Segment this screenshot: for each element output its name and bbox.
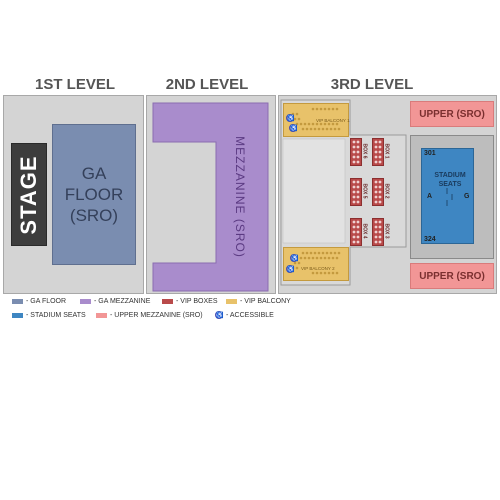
upper-sro-top[interactable]: UPPER (SRO) <box>410 101 494 127</box>
vip-box-seats <box>352 140 382 244</box>
legend-accessible-label: - ACCESSIBLE <box>226 311 274 319</box>
stadium-marker-right: G <box>464 193 470 200</box>
stadium-row-bottom: 324 <box>424 236 436 243</box>
legend-ga-mezzanine-swatch <box>80 299 91 304</box>
second-level-title: 2ND LEVEL <box>165 76 249 93</box>
vip-balcony-1-label: VIP BALCONY 1 <box>316 118 350 123</box>
vip-box-4[interactable] <box>350 218 362 246</box>
mezzanine-section[interactable] <box>146 95 276 294</box>
accessible-icon-balcony-1a: ♿ <box>286 114 295 122</box>
mezzanine-label: MEZZANINE (SRO) <box>233 136 247 258</box>
box-5-label: BOX 5 <box>361 183 368 199</box>
accessible-icon-balcony-2b: ♿ <box>286 265 295 273</box>
legend-vip-balcony-label: - VIP BALCONY <box>240 298 291 305</box>
ga-floor-label-line2: FLOOR <box>64 185 124 204</box>
legend-stadium-seats: - STADIUM SEATS <box>12 312 86 319</box>
box-1-label: BOX 1 <box>383 143 390 159</box>
accessible-icon-balcony-1b: ♿ <box>289 124 298 132</box>
legend-upper-mezzanine-label: - UPPER MEZZANINE (SRO) <box>110 312 203 319</box>
legend-upper-mezzanine-swatch <box>96 313 107 318</box>
stadium-seats-section[interactable]: STADIUM SEATS <box>421 148 474 244</box>
vip-box-1[interactable] <box>372 138 384 166</box>
legend-vip-balcony-swatch <box>226 299 237 304</box>
stadium-marker-left: A <box>427 193 433 200</box>
upper-sro-top-label: UPPER (SRO) <box>419 108 485 120</box>
stadium-aisle-ticks <box>446 188 453 206</box>
third-level-title: 3RD LEVEL <box>330 76 414 93</box>
upper-sro-bottom[interactable]: UPPER (SRO) <box>410 263 494 289</box>
legend-upper-mezzanine: - UPPER MEZZANINE (SRO) <box>96 312 203 319</box>
box-3-label: BOX 3 <box>383 223 390 239</box>
ga-floor-label-line1: GA <box>81 164 107 183</box>
vip-balcony-2-label: VIP BALCONY 2 <box>301 266 335 271</box>
legend-stadium-seats-label: - STADIUM SEATS <box>26 312 86 319</box>
legend-stadium-seats-swatch <box>12 313 23 318</box>
vip-balcony-2-seats <box>291 251 341 275</box>
vip-box-6[interactable] <box>350 138 362 166</box>
box-4-label: BOX 4 <box>361 223 368 239</box>
legend-ga-floor-label: - GA FLOOR <box>26 298 67 305</box>
legend-vip-boxes-label: - VIP BOXES <box>176 298 218 305</box>
box-2-label: BOX 2 <box>383 183 390 199</box>
ga-floor-label-line3: (SRO) <box>69 206 119 225</box>
stage-label: STAGE <box>16 154 41 235</box>
legend-vip-balcony: - VIP BALCONY <box>226 298 291 305</box>
ga-floor-section[interactable]: GA FLOOR (SRO) <box>52 124 136 265</box>
legend-ga-mezzanine: - GA MEZZANINE <box>80 298 150 305</box>
vip-box-2[interactable] <box>372 178 384 206</box>
legend-ga-mezzanine-label: - GA MEZZANINE <box>94 298 151 305</box>
first-level-title: 1ST LEVEL <box>34 76 116 93</box>
legend-accessible: ♿ - ACCESSIBLE <box>215 311 274 319</box>
vip-box-5[interactable] <box>350 178 362 206</box>
legend-ga-floor-swatch <box>12 299 23 304</box>
upper-sro-bottom-label: UPPER (SRO) <box>419 270 485 282</box>
legend-ga-floor: - GA FLOOR <box>12 298 66 305</box>
stage: STAGE <box>11 143 47 246</box>
legend-vip-boxes-swatch <box>162 299 173 304</box>
vip-balcony-1-seats <box>291 107 341 131</box>
vip-box-3[interactable] <box>372 218 384 246</box>
legend-vip-boxes: - VIP BOXES <box>162 298 218 305</box>
stadium-seats-label: STADIUM SEATS <box>434 172 466 188</box>
accessible-icon: ♿ <box>215 311 224 319</box>
accessible-icon-balcony-2a: ♿ <box>290 254 299 262</box>
stadium-row-top: 301 <box>424 150 436 157</box>
box-6-label: BOX 6 <box>361 143 368 159</box>
